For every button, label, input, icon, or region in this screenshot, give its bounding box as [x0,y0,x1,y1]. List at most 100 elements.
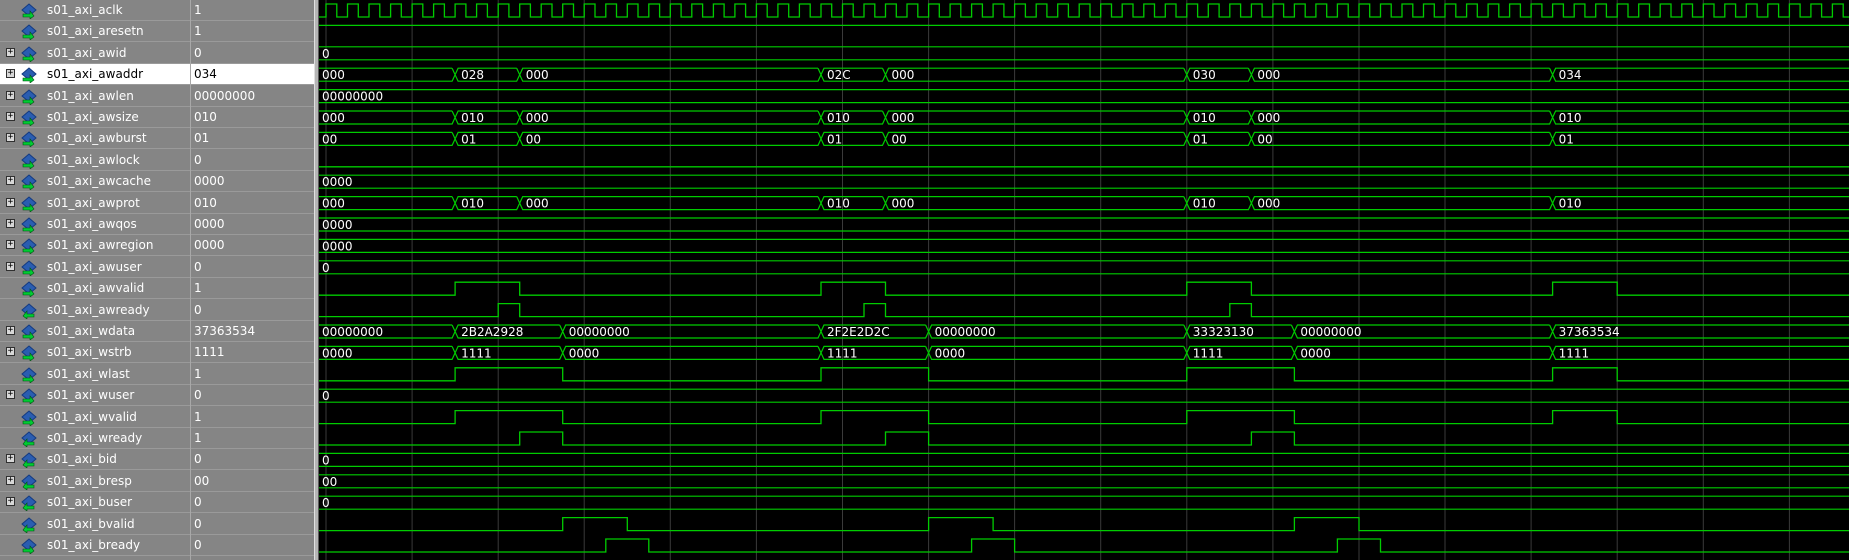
signal-row[interactable]: +s01_axi_awsize [0,107,190,128]
expand-icon[interactable]: + [6,475,15,485]
signal-name: s01_axi_awregion [47,238,154,252]
bus-value-label: 0000 [1300,346,1331,360]
signal-row[interactable]: s01_axi_wlast [0,364,190,385]
signal-value: 0 [191,492,315,513]
signal-value: 0 [191,257,315,278]
bus-value-label: 00 [1257,132,1272,146]
signal-value: 0 [191,300,315,321]
signal-row[interactable]: +s01_axi_wstrb [0,342,190,363]
signal-row[interactable]: +s01_axi_awuser [0,257,190,278]
expand-icon[interactable]: + [6,175,15,185]
waveform-trace: 0000 [319,238,1849,253]
bus-value-label: 000 [526,197,549,211]
bus-value-label: 00 [526,132,541,146]
signal-name: s01_axi_wlast [47,367,130,381]
signal-row[interactable]: +s01_axi_bid [0,449,190,470]
expand-icon[interactable]: + [6,68,15,78]
signal-row[interactable]: s01_axi_aresetn [0,21,190,42]
expand-icon[interactable]: + [6,346,15,356]
signal-row[interactable]: + s01_axi_awregion [0,235,190,256]
bus-value-label: 000 [322,111,345,125]
signal-name: s01_axi_buser [47,495,133,509]
signal-row[interactable]: + s01_axi_awburst [0,128,190,149]
signal-port-icon [21,109,41,127]
bus-value-label: 00000000 [569,325,630,339]
signal-row[interactable]: +s01_axi_awqos [0,214,190,235]
expand-icon[interactable]: + [6,261,15,271]
bus-value-label: 000 [892,111,915,125]
expand-icon[interactable]: + [6,218,15,228]
expand-icon[interactable]: + [6,111,15,121]
expand-icon[interactable]: + [6,132,15,142]
signal-row[interactable]: s01_axi_wvalid [0,407,190,428]
signal-row[interactable]: + s01_axi_bresp [0,471,190,492]
expand-icon[interactable]: + [6,197,15,207]
signal-port-icon [21,66,41,84]
pane-splitter[interactable] [314,0,319,560]
signal-value: 0000 [191,214,315,235]
signal-value: 0 [191,43,315,64]
waveform-trace [319,367,1849,382]
signal-port-icon [21,409,41,427]
expand-icon[interactable]: + [6,453,15,463]
waveform-trace: 0 [319,495,1849,510]
bus-value-label: 01 [1193,132,1208,146]
signal-value: 010 [191,107,315,128]
bus-value-label: 0 [322,389,330,403]
signal-port-icon [21,344,41,362]
bus-value-label: 010 [1559,197,1582,211]
signal-row[interactable]: +s01_axi_wuser [0,385,190,406]
signal-value: 1 [191,278,315,299]
signal-port-icon [21,45,41,63]
signal-row[interactable]: + s01_axi_buser [0,492,190,513]
expand-icon[interactable]: + [6,90,15,100]
waveform-trace: 0 [319,388,1849,403]
bus-value-label: 000 [526,68,549,82]
signal-name: s01_axi_aclk [47,3,123,17]
signal-value: 010 [191,193,315,214]
waveform-trace [319,302,1849,318]
signal-name: s01_axi_wdata [47,324,136,338]
expand-icon[interactable]: + [6,47,15,57]
bus-value-label: 000 [1257,197,1280,211]
signal-name: s01_axi_awvalid [47,281,145,295]
signal-row[interactable]: s01_axi_awlock [0,150,190,171]
bus-value-label: 000 [892,68,915,82]
signal-row[interactable]: s01_axi_awvalid [0,278,190,299]
signal-name: s01_axi_bresp [47,474,132,488]
signal-port-icon [21,366,41,384]
bus-value-label: 030 [1193,68,1216,82]
bus-value-label: 00 [322,475,337,489]
signal-value: 0 [191,385,315,406]
signal-row[interactable]: s01_axi_aclk [0,0,190,21]
signal-row[interactable]: s01_axi_bready [0,535,190,556]
signal-row[interactable]: + s01_axi_awlen [0,86,190,107]
signal-row[interactable]: +s01_axi_awprot [0,193,190,214]
signal-value: 1 [191,21,315,42]
signal-name: s01_axi_awburst [47,131,147,145]
signal-row[interactable]: s01_axi_bvalid [0,514,190,535]
signal-row[interactable]: s01_axi_awready [0,300,190,321]
signal-row[interactable]: s01_axi_wready [0,428,190,449]
signal-row[interactable]: + s01_axi_wdata [0,321,190,342]
signal-value: 1111 [191,342,315,363]
signal-row[interactable]: +s01_axi_awcache [0,171,190,192]
signal-port-icon [21,130,41,148]
signal-row[interactable]: +s01_axi_awid [0,43,190,64]
expand-icon[interactable]: + [6,239,15,249]
signal-port-icon [21,323,41,341]
bus-value-label: 02C [827,68,851,82]
expand-icon[interactable]: + [6,496,15,506]
expand-icon[interactable]: + [6,389,15,399]
signal-port-icon [21,152,41,170]
expand-icon[interactable]: + [6,325,15,335]
signal-name: s01_axi_awlen [47,89,134,103]
bus-value-label: 010 [1193,197,1216,211]
signal-row[interactable]: +s01_axi_awaddr [0,64,190,85]
bus-value-label: 00000000 [1300,325,1361,339]
